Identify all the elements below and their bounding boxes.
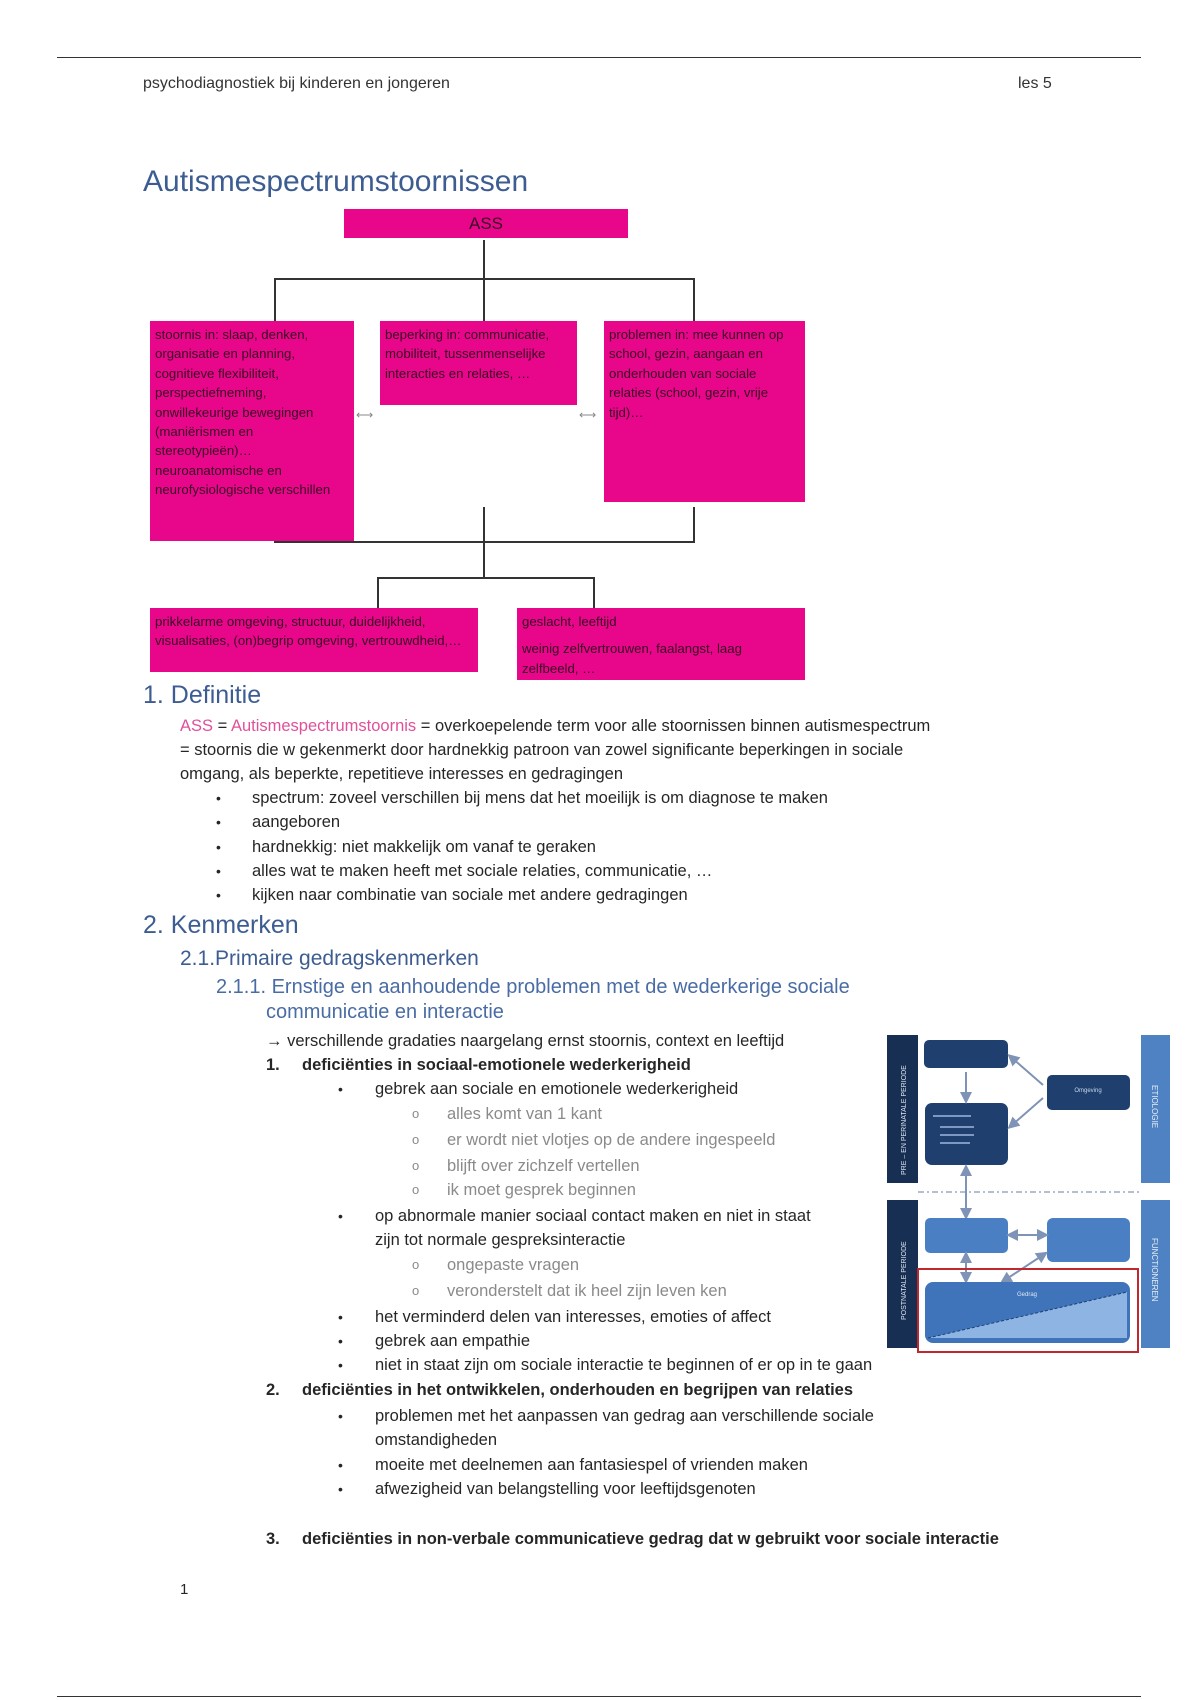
side-bar-functioneren: [1141, 1200, 1170, 1348]
connector: [693, 278, 695, 321]
connector: [483, 240, 485, 321]
box-omgeving-bottom: [1047, 1218, 1130, 1262]
definition-line-3: omgang, als beperkte, repetitieve intere…: [180, 765, 624, 783]
equals: =: [213, 717, 231, 735]
highlight-frame: [917, 1268, 1139, 1353]
sub-bullet-icon: o: [412, 1283, 420, 1298]
list-item: gebrek aan sociale en emotionele wederke…: [375, 1080, 739, 1098]
connector: [274, 278, 695, 280]
label-omgeving-top: Omgeving: [1074, 1088, 1101, 1094]
connector: [377, 577, 379, 608]
list-item: problemen met het aanpassen van gedrag a…: [375, 1407, 874, 1425]
bullet-icon: •: [338, 1357, 343, 1373]
list-item: hardnekkig: niet makkelijk om vanaf te g…: [252, 838, 596, 856]
sub-bullet-icon: o: [412, 1158, 420, 1173]
side-bar-etiologie: [1141, 1035, 1170, 1183]
box-neuro: [925, 1218, 1008, 1253]
flowchart-bottom-left-box: prikkelarme omgeving, structuur, duideli…: [150, 608, 478, 672]
label-postnatal: POSTNATALE PERIODE: [901, 1241, 908, 1320]
sub-bullet-icon: o: [412, 1106, 420, 1121]
sub-bullet-icon: o: [412, 1182, 420, 1197]
sub-bullet-icon: o: [412, 1257, 420, 1272]
label-prenatal: PRE – EN PERINATALE PERIODE: [901, 1065, 908, 1175]
definition-line-2: = stoornis die w gekenmerkt door hardnek…: [180, 741, 904, 759]
box-omgeving-top: [1047, 1075, 1130, 1110]
flowchart-left-box: stoornis in: slaap, denken, organisatie …: [150, 321, 354, 541]
heading-2-1-1-line2: communicatie en interactie: [266, 1001, 504, 1023]
list-item: het verminderd delen van interesses, emo…: [375, 1308, 771, 1326]
list-item-continued: zijn tot normale gespreksinteractie: [375, 1231, 626, 1249]
top-rule: [57, 57, 1141, 58]
item-label: deficiënties in het ontwikkelen, onderho…: [302, 1381, 854, 1399]
page-title: Autismespectrumstoornissen: [143, 165, 529, 198]
bullet-icon: •: [216, 814, 221, 830]
list-item: alles komt van 1 kant: [447, 1105, 602, 1123]
bullet-icon: •: [338, 1408, 343, 1424]
bullet-icon: •: [338, 1481, 343, 1497]
bullet-icon: •: [338, 1309, 343, 1325]
side-bar-postnatal: [887, 1200, 918, 1348]
list-item: veronderstelt dat ik heel zijn leven ken: [447, 1282, 727, 1300]
flowchart-right-box: problemen in: mee kunnen op school, gezi…: [604, 321, 805, 502]
list-item: aangeboren: [252, 813, 341, 831]
item-number: 1.: [266, 1056, 280, 1074]
connector: [483, 507, 485, 578]
definition-line-1: ASS = Autismespectrumstoornis = overkoep…: [180, 714, 930, 738]
heading-kenmerken: 2. Kenmerken: [143, 911, 299, 939]
bullet-icon: •: [338, 1333, 343, 1349]
item-number: 2.: [266, 1381, 280, 1399]
flowchart-bottom-right-box: geslacht, leeftijd weinig zelfvertrouwen…: [517, 608, 805, 680]
bullet-icon: •: [216, 863, 221, 879]
list-item: ik moet gesprek beginnen: [447, 1181, 636, 1199]
item-number: 3.: [266, 1530, 280, 1548]
list-item: gebrek aan empathie: [375, 1332, 531, 1350]
list-item: er wordt niet vlotjes op de andere inges…: [447, 1131, 776, 1149]
term-ass: Autismespectrumstoornis: [230, 717, 417, 735]
list-item: ongepaste vragen: [447, 1256, 580, 1274]
label-etiologie: ETIOLOGIE: [1150, 1085, 1159, 1128]
label-functioneren: FUNCTIONEREN: [1150, 1238, 1159, 1302]
double-arrow-icon: ⟷: [579, 408, 597, 422]
flowchart-bottom-right-line1: geslacht, leeftijd: [522, 614, 617, 629]
page-number: 1: [180, 1581, 189, 1598]
heading-2-1-1-line1: 2.1.1. Ernstige en aanhoudende problemen…: [216, 976, 850, 998]
list-item-continued: omstandigheden: [375, 1431, 498, 1449]
list-item: op abnormale manier sociaal contact make…: [375, 1207, 811, 1225]
list-item: afwezigheid van belangstelling voor leef…: [375, 1480, 756, 1498]
connector: [693, 507, 695, 542]
label-gedrag: Gedrag: [1017, 1292, 1037, 1298]
list-item: moeite met deelnemen aan fantasiespel of…: [375, 1456, 808, 1474]
flowchart-root: ASS: [344, 209, 628, 238]
list-item: kijken naar combinatie van sociale met a…: [252, 886, 688, 904]
bullet-icon: •: [216, 790, 221, 806]
flowchart-bottom-right-line2: weinig zelfvertrouwen, faalangst, laag z…: [522, 641, 742, 676]
list-item: spectrum: zoveel verschillen bij mens da…: [252, 789, 828, 807]
connector: [274, 278, 276, 321]
bullet-icon: •: [216, 839, 221, 855]
side-bar-prenatal: [887, 1035, 918, 1183]
flowchart-middle-box: beperking in: communicatie, mobiliteit, …: [380, 321, 577, 405]
bullet-icon: •: [216, 887, 221, 903]
list-item: blijft over zichzelf vertellen: [447, 1157, 640, 1175]
list-item: niet in staat zijn om sociale interactie…: [375, 1356, 873, 1374]
connector: [593, 577, 595, 608]
bullet-icon: •: [338, 1208, 343, 1224]
heading-definitie: 1. Definitie: [143, 681, 262, 709]
bottom-rule: [57, 1696, 1141, 1697]
sub-bullet-icon: o: [412, 1132, 420, 1147]
item-label: deficiënties in sociaal-emotionele weder…: [302, 1056, 691, 1074]
connector: [377, 577, 595, 579]
heading-primaire-gedragskenmerken: 2.1.Primaire gedragskenmerken: [180, 947, 479, 970]
definition-rest: = overkoepelende term voor alle stoornis…: [416, 717, 931, 735]
header-course: psychodiagnostiek bij kinderen en jonger…: [143, 75, 450, 92]
bullet-icon: •: [338, 1081, 343, 1097]
item-label: deficiënties in non-verbale communicatie…: [302, 1530, 999, 1548]
box-biologie-genen: [924, 1040, 1008, 1068]
bullet-icon: •: [338, 1457, 343, 1473]
abbr-ass: ASS: [180, 717, 214, 735]
list-item: alles wat te maken heeft met sociale rel…: [252, 862, 713, 880]
header-lesson: les 5: [1018, 75, 1052, 92]
gradaties-intro: → verschillende gradaties naargelang ern…: [266, 1032, 785, 1050]
double-arrow-icon: ⟷: [356, 408, 374, 422]
